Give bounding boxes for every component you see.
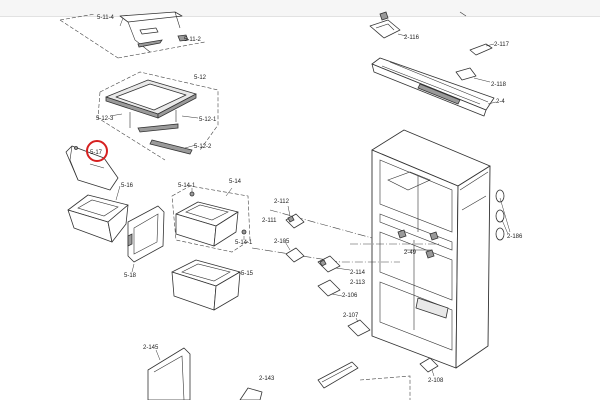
part-5-12-glass-shelf [97,71,219,161]
label-5-14-1-bottom: 5-14-1 [235,240,253,246]
part-5-18-door-panel [127,205,165,273]
label-2-112: 2-112 [274,199,290,205]
label-2-186: 2-186 [507,234,523,240]
label-2-49: 2-49 [404,250,417,256]
highlight-circle [86,140,108,162]
part-2-105-hinge [283,239,305,263]
label-5-14: 5-14 [229,179,242,185]
label-2-106: 2-106 [342,293,358,299]
part-2-114-hinge [317,255,351,273]
label-2-108: 2-108 [428,378,444,384]
part-2-107-hinge [347,317,371,337]
label-2-105: 2-105 [274,239,290,245]
part-2-108-hinge [419,357,439,377]
label-5-17: 5-17 [90,150,103,156]
part-2-4-top-cover [371,57,497,117]
part-5-15-freezer-drawer [171,259,243,311]
label-2-118: 2-118 [491,82,507,88]
label-2-113: 2-113 [350,280,366,286]
cabinet-body [371,129,511,369]
part-5-16-door-bin [67,185,129,243]
label-5-12-3: 5-12-3 [96,116,114,122]
label-5-11-4: 5-11-4 [97,15,115,21]
label-5-12-2: 5-12-2 [194,144,212,150]
part-2-117-bracket [469,43,495,56]
part-2-145-lower-panel [147,347,191,400]
part-2-112-hinge [285,205,305,229]
label-2-114: 2-114 [350,270,366,276]
part-5-17-door-bin-cover [65,145,119,191]
assembly-lines [251,209,440,320]
lower-bracket [317,361,411,400]
label-2-143: 2-143 [259,376,275,382]
part-5-11-shelf-frame [59,11,206,59]
label-5-14-1-top: 5-14-1 [178,183,196,189]
label-5-18: 5-18 [124,273,137,279]
label-2-4: 2-4 [496,99,505,105]
part-5-14-crisper-drawer [171,185,251,253]
label-5-15: 5-15 [241,271,254,277]
part-2-143-lower-part [239,387,263,400]
label-5-12: 5-12 [194,75,207,81]
label-2-107: 2-107 [343,313,359,319]
part-2-106-hinge [317,279,343,297]
label-2-117: 2-117 [494,42,510,48]
label-2-111: 2-111 [262,218,277,224]
label-2-145: 2-145 [143,345,159,351]
part-2-118-bracket [455,67,491,83]
label-5-12-1: 5-12-1 [199,117,217,123]
viewer-top-bar [0,0,600,17]
part-2-116-hinge [369,11,467,39]
label-2-116: 2-116 [404,35,420,41]
label-5-16: 5-16 [121,183,134,189]
label-5-11-2: 5-11-2 [184,37,202,43]
